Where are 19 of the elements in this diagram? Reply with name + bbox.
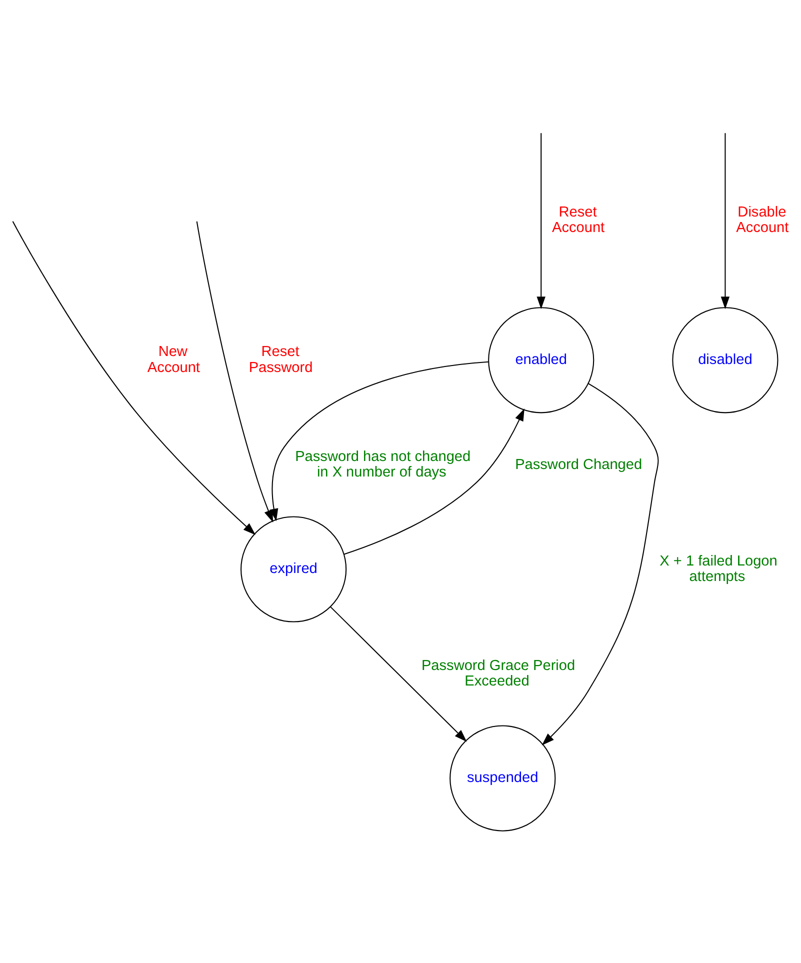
edge-label: Disable Account (736, 204, 789, 236)
arrow (330, 606, 467, 742)
edge-label: Password Grace Period Exceeded (421, 658, 576, 690)
edge-label: Reset Password (248, 344, 313, 376)
edge-label: Password Changed (515, 457, 642, 474)
node-circle: disabled (672, 307, 778, 414)
node-circle: enabled (488, 307, 594, 414)
edge-label: Password has not changed in X number of days (295, 448, 471, 480)
node-circle: expired (240, 516, 347, 622)
arrow (344, 408, 524, 555)
edge-label: X + 1 failed Logon attempts (660, 553, 778, 585)
arrow (264, 361, 488, 522)
arrow (196, 221, 278, 522)
arrow (12, 221, 256, 535)
arrow (720, 133, 730, 310)
arrow (542, 383, 659, 746)
edge-label: Reset Account (552, 204, 605, 236)
edge-label: New Account (147, 344, 200, 376)
arrow (536, 133, 546, 310)
